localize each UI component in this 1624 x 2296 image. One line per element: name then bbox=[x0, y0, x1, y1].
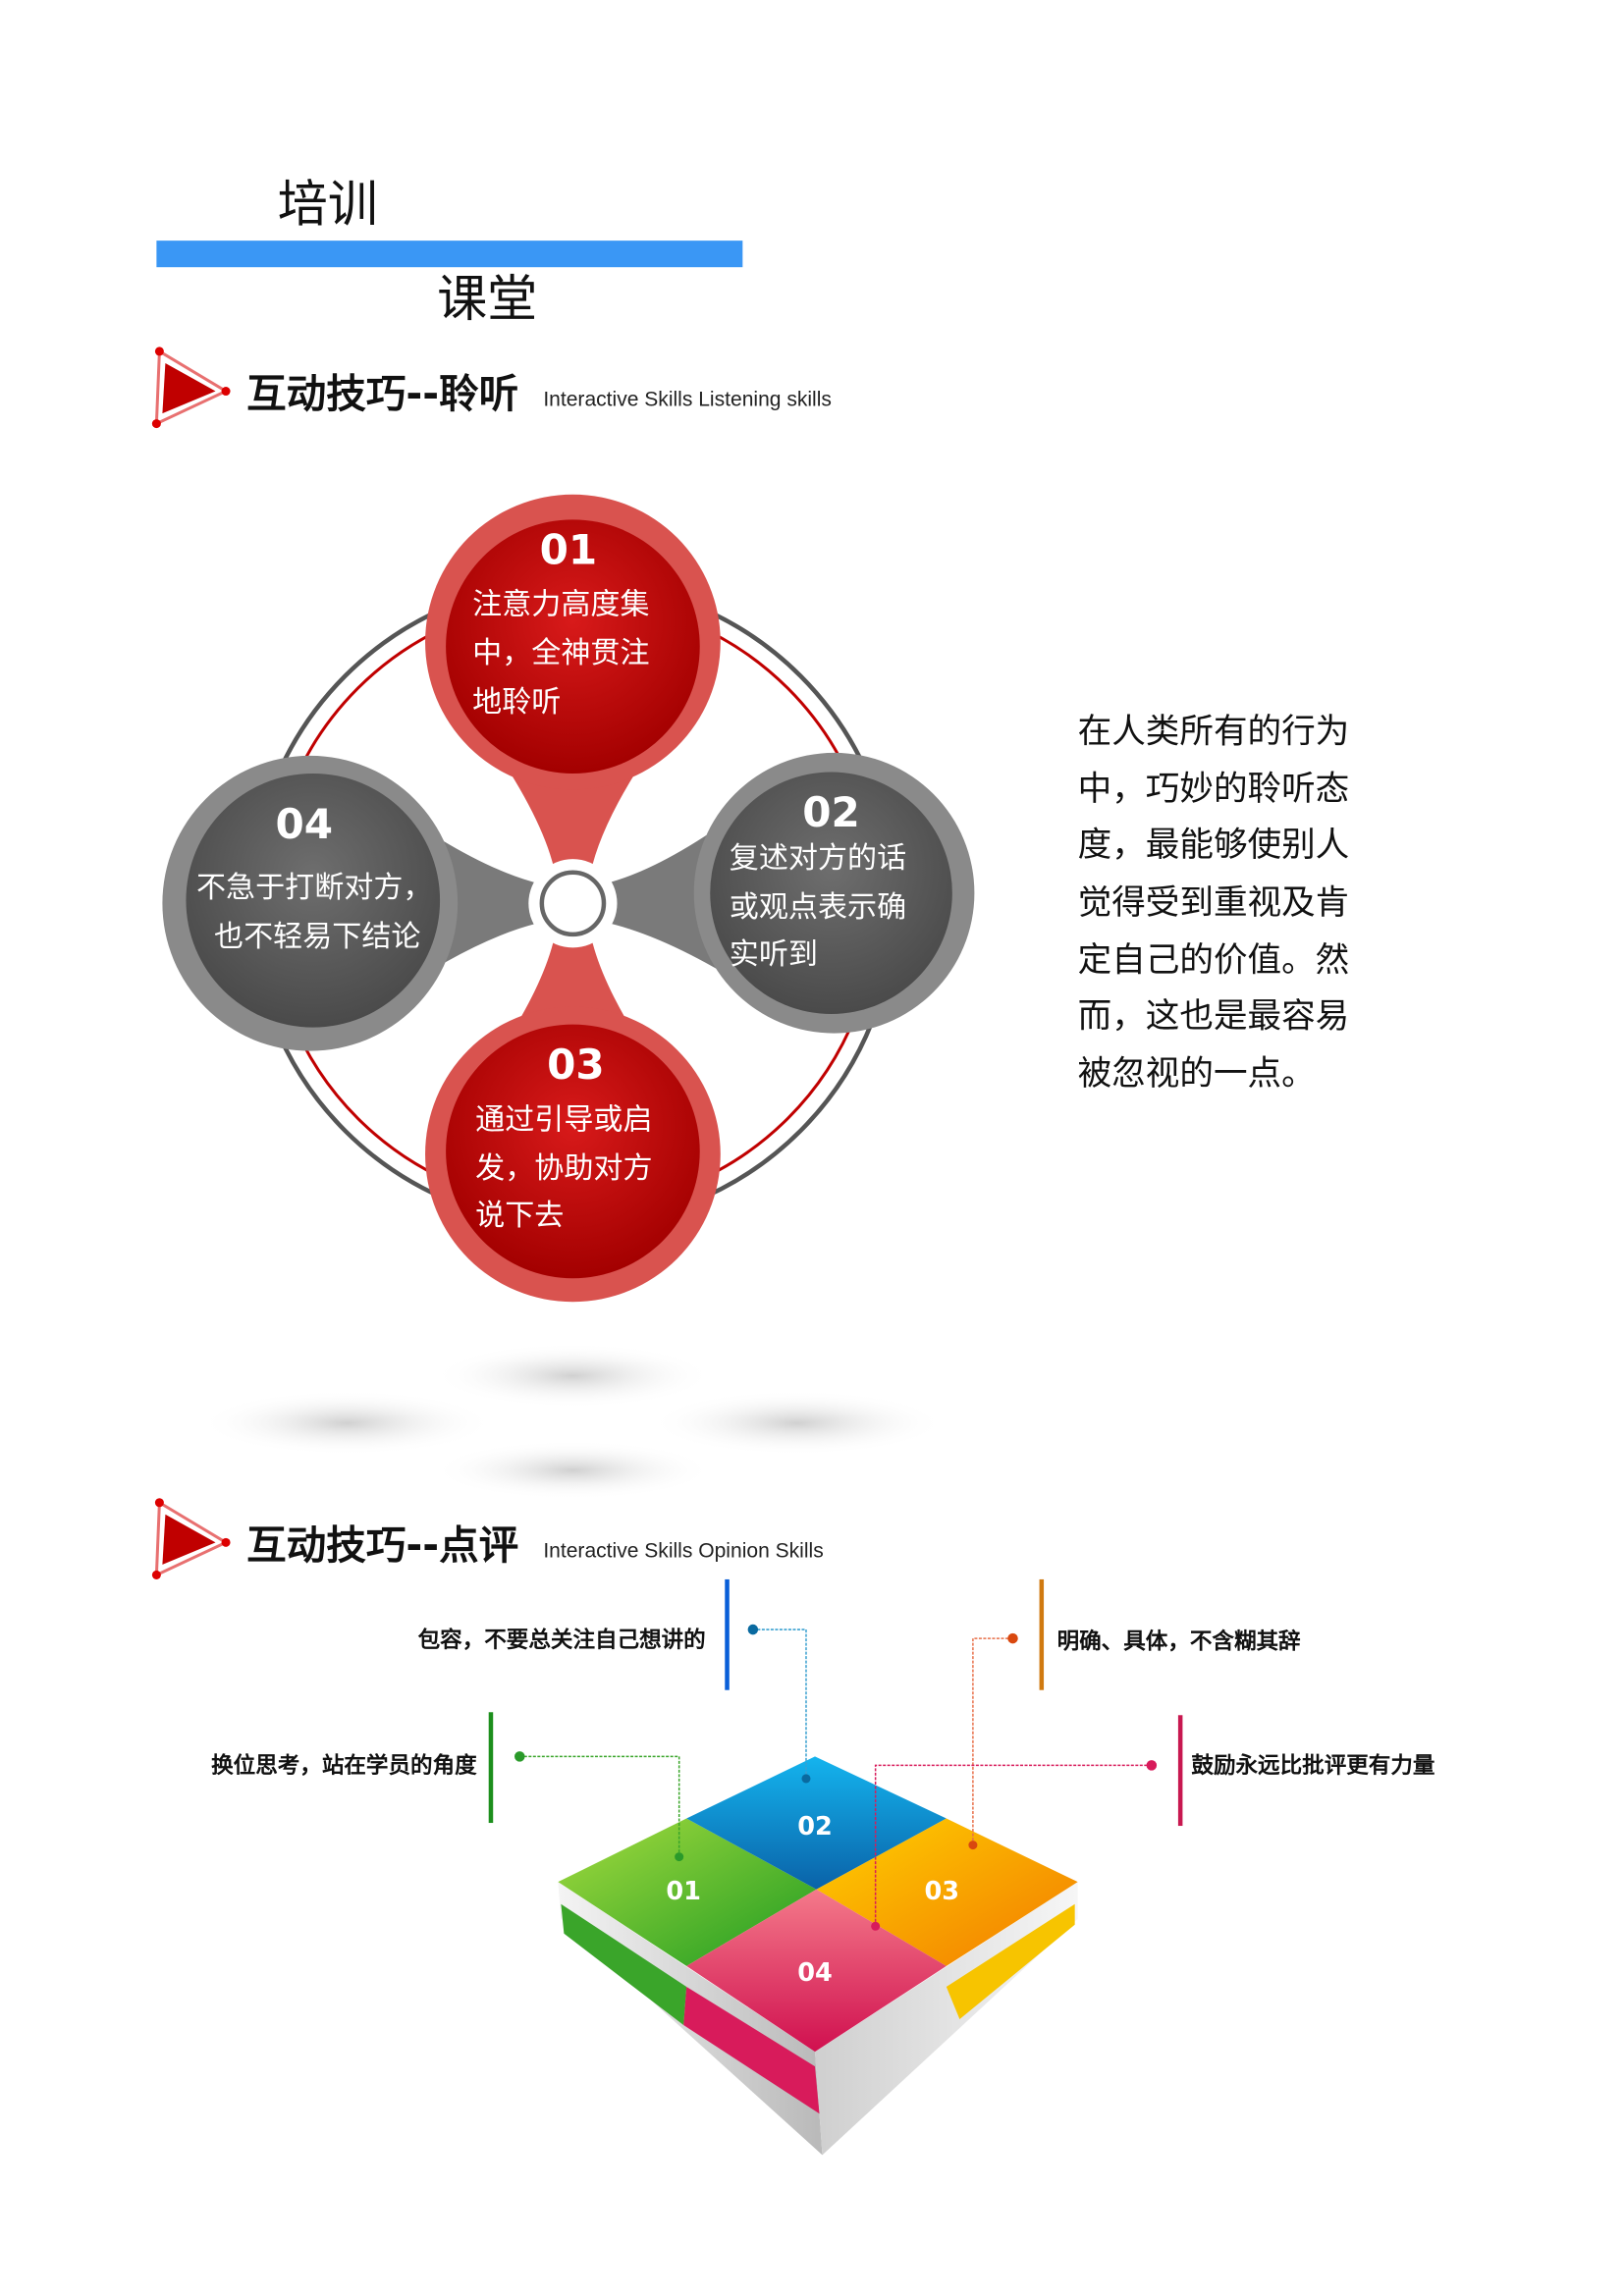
bubble-02 bbox=[693, 752, 975, 1034]
tile-04-number: 04 bbox=[797, 1958, 833, 1988]
bubble-01-text: 注意力高度集 bbox=[472, 588, 649, 622]
section2-subtitle: Interactive Skills Opinion Skills bbox=[543, 1539, 823, 1562]
paragraph-line: 度，最能够使别人 bbox=[1078, 826, 1350, 865]
label-tile-04: 鼓励永远比批评更有力量 bbox=[1191, 1752, 1435, 1779]
section1-subtitle: Interactive Skills Listening skills bbox=[543, 389, 832, 411]
listening-paragraph: 在人类所有的行为 中，巧妙的聆听态 度，最能够使别人 觉得受到重视及肯 定自己的… bbox=[1078, 712, 1350, 1094]
paragraph-line: 觉得受到重视及肯 bbox=[1078, 883, 1350, 923]
title-line1: 培训 bbox=[278, 177, 378, 235]
opinion-diagram: 01 02 03 04 包容，不要总关注自己想讲的 明确、具体，不含糊其辞 换位… bbox=[211, 1578, 1435, 2156]
label-tile-02: 包容，不要总关注自己想讲的 bbox=[418, 1627, 706, 1653]
tile-04 bbox=[686, 1889, 947, 2053]
bubble-03-text: 说下去 bbox=[475, 1199, 564, 1233]
paragraph-line: 在人类所有的行为 bbox=[1078, 712, 1350, 751]
bubble-02-text: 实听到 bbox=[730, 937, 818, 972]
title-line2: 课堂 bbox=[437, 271, 537, 329]
paragraph-line: 被忽视的一点。 bbox=[1078, 1054, 1316, 1094]
bubble-03-number: 03 bbox=[547, 1041, 605, 1089]
section1-play-icon bbox=[151, 347, 231, 429]
section2-title: 互动技巧--点评 bbox=[246, 1522, 518, 1569]
bubble-01 bbox=[425, 494, 721, 790]
tile-02-number: 02 bbox=[797, 1812, 833, 1842]
bubble-01-text: 中，全神贯注 bbox=[472, 636, 649, 670]
section2-play-icon bbox=[151, 1498, 231, 1579]
bubble-03-text: 通过引导或启 bbox=[475, 1102, 652, 1137]
label-tile-03: 明确、具体，不含糊其辞 bbox=[1057, 1629, 1301, 1655]
tile-03 bbox=[816, 1818, 1078, 1966]
bubble-02-number: 02 bbox=[802, 788, 860, 836]
title-blue-bar bbox=[156, 240, 743, 268]
paragraph-line: 而，这也是最容易 bbox=[1078, 997, 1350, 1037]
bubble-01-number: 01 bbox=[540, 525, 598, 573]
paragraph-line: 定自己的价值。然 bbox=[1078, 940, 1350, 980]
tile-01-number: 01 bbox=[666, 1877, 701, 1906]
bubble-03 bbox=[425, 1006, 721, 1303]
paragraph-line: 中，巧妙的聆听态 bbox=[1078, 770, 1350, 809]
tile-03-number: 03 bbox=[925, 1877, 960, 1906]
bubble-04-text: 不急于打断对方， bbox=[196, 871, 433, 905]
bubble-03-text: 发，协助对方 bbox=[475, 1151, 652, 1186]
bubble-02-text: 复述对方的话 bbox=[730, 841, 906, 876]
bubble-01-text: 地聆听 bbox=[472, 685, 561, 720]
tile-01 bbox=[558, 1818, 817, 1966]
bubble-04-number: 04 bbox=[275, 800, 333, 848]
bubble-04-text: 也不轻易下结论 bbox=[214, 920, 420, 954]
bubble-02-text: 或观点表示确 bbox=[730, 890, 906, 925]
listening-diagram: 01 注意力高度集 中，全神贯注 地聆听 02 复述对方的话 或观点表示确 实听… bbox=[162, 494, 975, 1500]
section1-title: 互动技巧--聆听 bbox=[246, 370, 518, 417]
label-tile-01: 换位思考，站在学员的角度 bbox=[211, 1752, 477, 1779]
tile-02 bbox=[686, 1756, 947, 1890]
bubble-04 bbox=[162, 755, 459, 1051]
